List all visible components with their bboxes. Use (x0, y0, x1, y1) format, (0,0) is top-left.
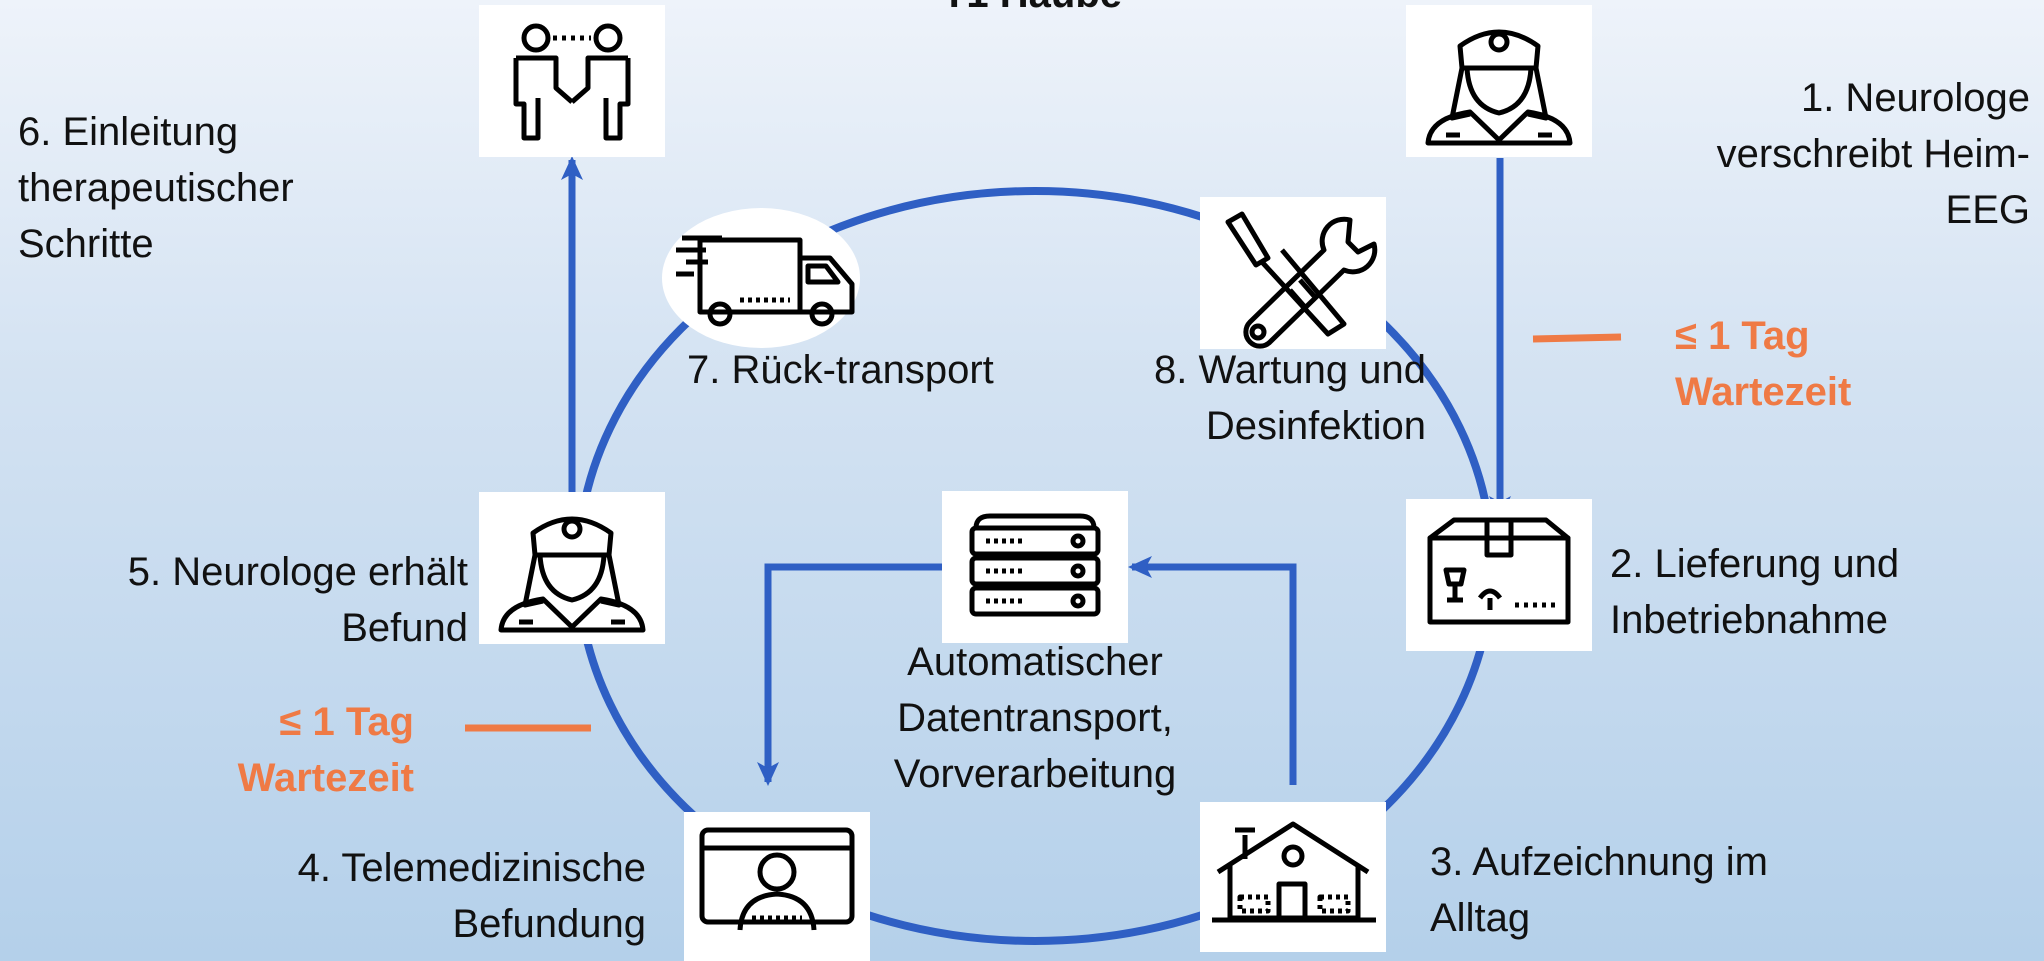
arrow-server-to-telemedicine (757, 563, 942, 786)
server-icon (942, 491, 1128, 643)
truck-icon (662, 208, 860, 348)
house-icon (1200, 802, 1386, 952)
doctor-icon (479, 492, 665, 644)
monitor-user-icon (684, 812, 870, 961)
step-7-label: 7. Rück-transport (687, 348, 994, 392)
package-icon (1406, 499, 1592, 651)
handshake-icon (479, 5, 665, 157)
wait-marker-1 (1532, 333, 1622, 343)
arrow-recording-to-server (1128, 556, 1297, 785)
doctor-icon (1406, 5, 1592, 157)
diagram-title: T1 Haube (922, 0, 1142, 22)
wrench-screwdriver-icon (1200, 197, 1386, 349)
